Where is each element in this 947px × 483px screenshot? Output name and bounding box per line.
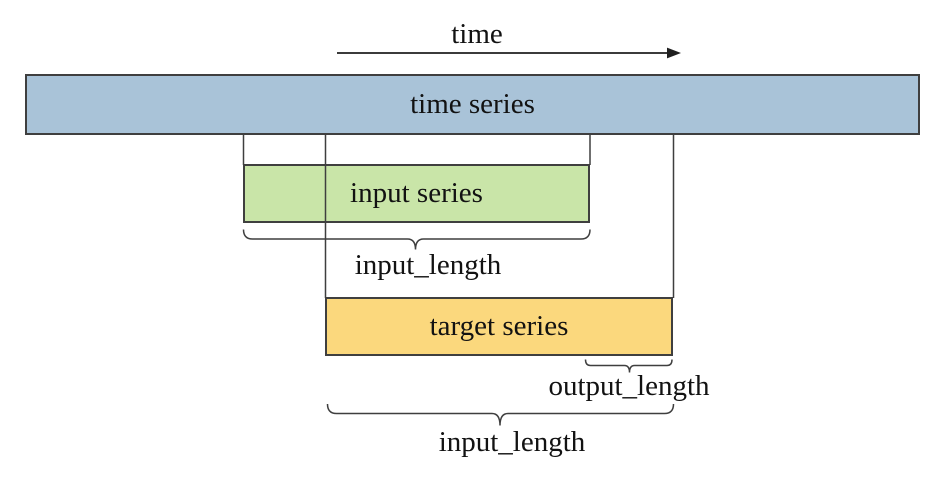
input-length-top-label: input_length xyxy=(354,249,502,281)
input-length-bottom-label: input_length xyxy=(438,426,586,458)
brace-input-length-bottom xyxy=(326,403,675,426)
input-series-bar-label: input series xyxy=(350,177,483,209)
output-length-label: output_length xyxy=(548,370,710,402)
time-axis-label: time xyxy=(451,18,503,50)
time-series-bar-label: time series xyxy=(410,88,535,120)
time-series-bar: time series xyxy=(25,74,920,135)
brace-input-length-top xyxy=(242,229,591,250)
target-series-bar: target series xyxy=(325,297,673,356)
input-series-bar: input series xyxy=(243,164,590,223)
time-arrow-head xyxy=(667,47,681,59)
target-series-bar-label: target series xyxy=(429,310,569,342)
arrow-right-icon xyxy=(337,47,681,59)
